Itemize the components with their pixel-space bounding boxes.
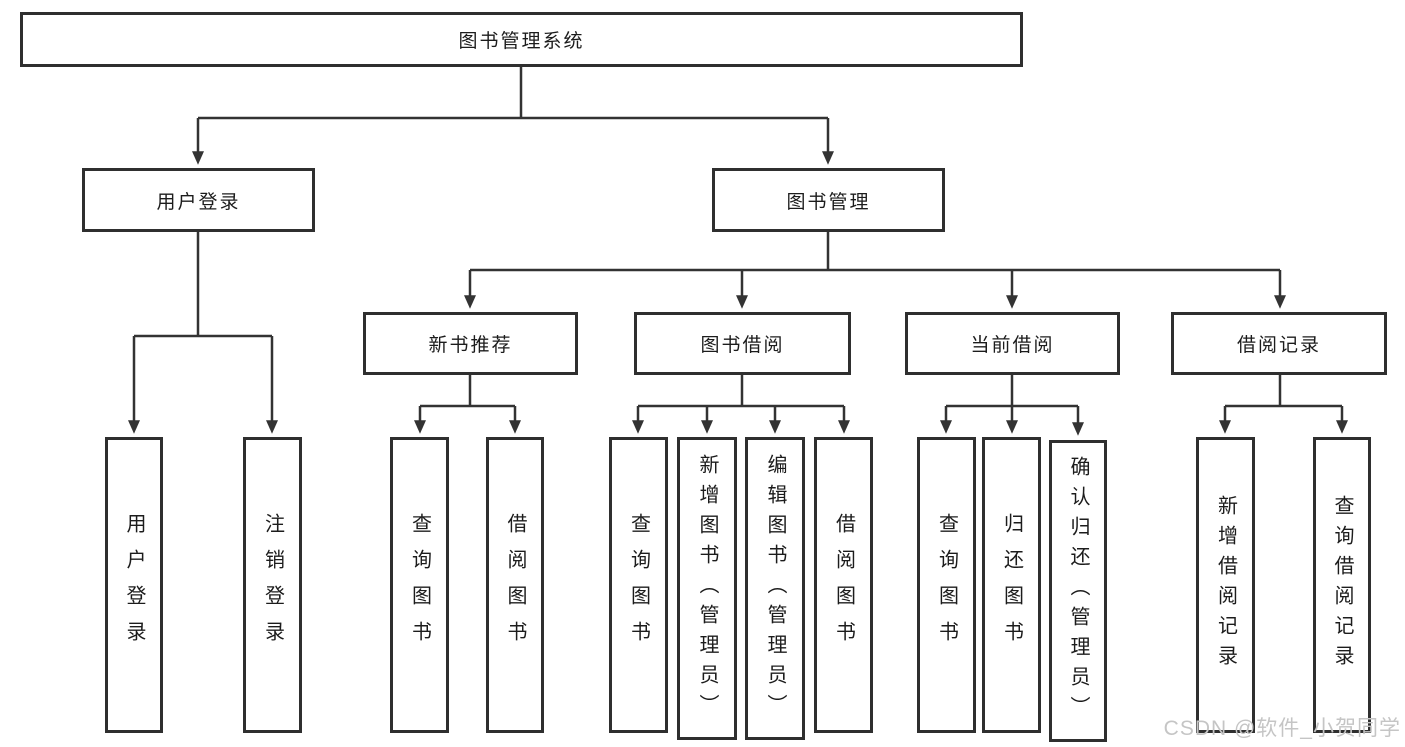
leaf-borrow-books: 借阅图书	[814, 437, 873, 733]
leaf-confirm-return-admin: 确认归还（管理员）	[1049, 440, 1107, 742]
node-book-management-label: 图书管理	[786, 191, 871, 213]
leaf-borrow-books-recommend-label: 借阅图书	[504, 513, 526, 657]
leaf-logout: 注销登录	[243, 437, 302, 733]
node-user-login: 用户登录	[82, 168, 315, 232]
leaf-add-book-admin-label: 新增图书（管理员）	[696, 453, 718, 724]
node-root-label: 图书管理系统	[458, 31, 585, 52]
leaf-borrow-books-label: 借阅图书	[832, 513, 855, 657]
leaf-add-borrow-record-label: 新增借阅记录	[1214, 495, 1237, 675]
watermark: CSDN @软件_小贺同学	[1163, 717, 1401, 740]
leaf-add-borrow-record: 新增借阅记录	[1196, 437, 1255, 733]
leaf-user-login-label: 用户登录	[123, 513, 145, 657]
leaf-query-books-borrow-label: 查询图书	[627, 513, 650, 657]
node-book-borrow-label: 图书借阅	[700, 335, 785, 356]
leaf-borrow-books-recommend: 借阅图书	[486, 437, 544, 733]
leaf-user-login: 用户登录	[105, 437, 163, 733]
leaf-add-book-admin: 新增图书（管理员）	[677, 437, 737, 740]
leaf-query-borrow-record-label: 查询借阅记录	[1331, 495, 1353, 675]
leaf-edit-book-admin: 编辑图书（管理员）	[745, 437, 805, 740]
leaf-query-borrow-record: 查询借阅记录	[1313, 437, 1371, 733]
node-current-borrow: 当前借阅	[905, 312, 1120, 375]
leaf-confirm-return-admin-label: 确认归还（管理员）	[1067, 456, 1089, 726]
node-new-book-recommend: 新书推荐	[363, 312, 578, 375]
node-current-borrow-label: 当前借阅	[970, 335, 1055, 356]
leaf-query-books-current: 查询图书	[917, 437, 976, 733]
leaf-edit-book-admin-label: 编辑图书（管理员）	[764, 453, 786, 724]
leaf-query-books-recommend-label: 查询图书	[408, 513, 431, 657]
node-book-management: 图书管理	[712, 168, 945, 232]
leaf-query-books-recommend: 查询图书	[390, 437, 449, 733]
node-user-login-label: 用户登录	[156, 191, 241, 213]
leaf-query-books-borrow: 查询图书	[609, 437, 668, 733]
leaf-return-books-label: 归还图书	[1000, 513, 1023, 657]
leaf-query-books-current-label: 查询图书	[935, 513, 958, 657]
node-borrow-records-label: 借阅记录	[1236, 335, 1321, 356]
node-root: 图书管理系统	[20, 12, 1023, 67]
leaf-logout-label: 注销登录	[261, 513, 284, 657]
node-new-book-recommend-label: 新书推荐	[428, 335, 513, 356]
node-borrow-records: 借阅记录	[1171, 312, 1387, 375]
leaf-return-books: 归还图书	[982, 437, 1041, 733]
node-book-borrow: 图书借阅	[634, 312, 851, 375]
